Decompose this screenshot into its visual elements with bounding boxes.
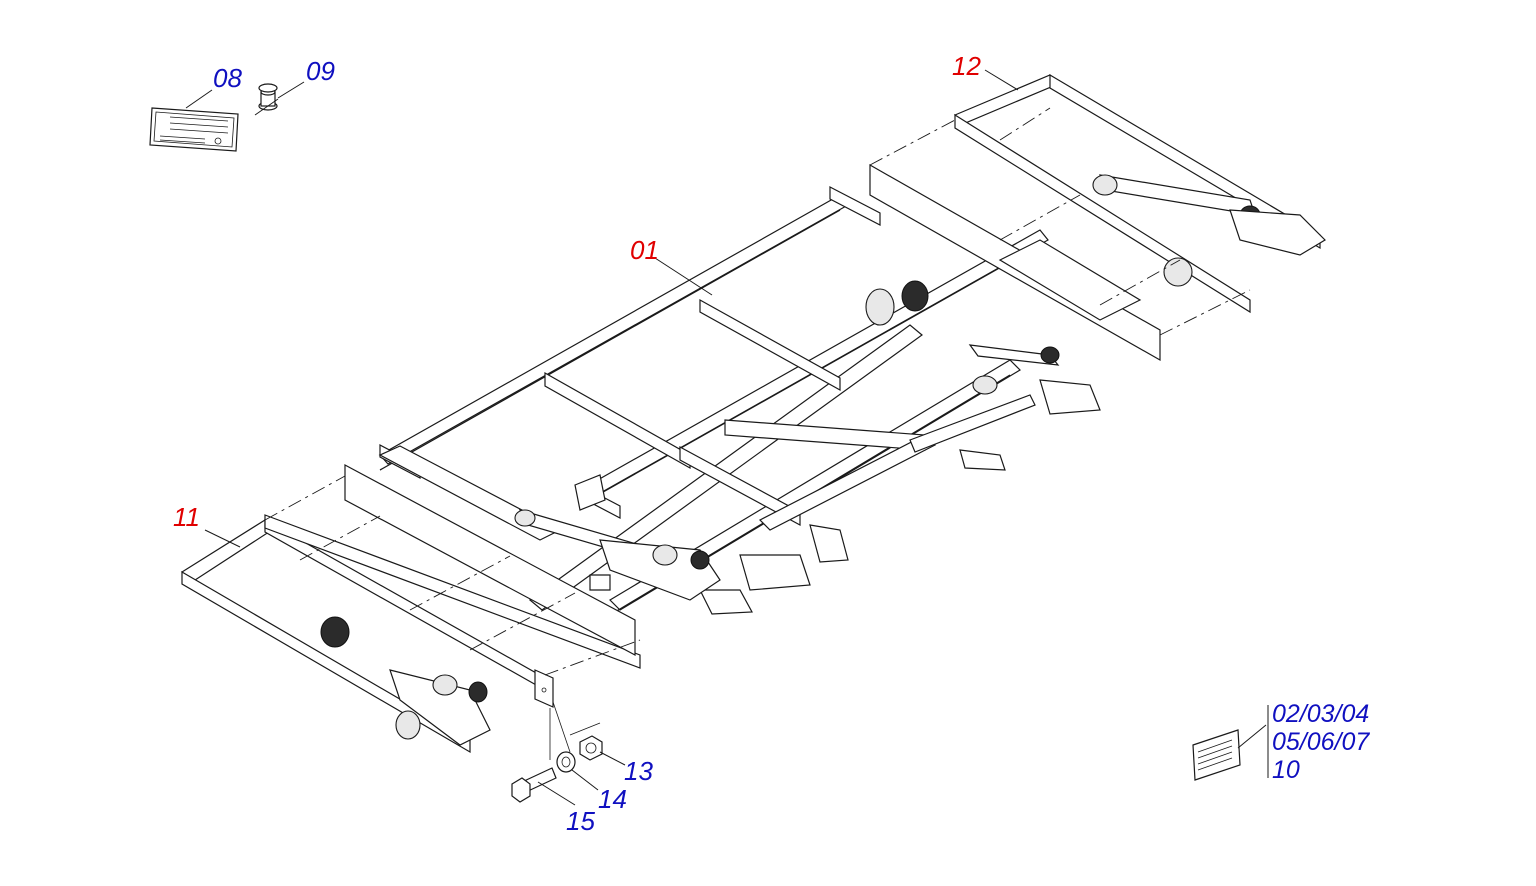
right-wing-12	[869, 73, 1326, 362]
callout-01: 01	[630, 235, 659, 265]
callout-08: 08	[213, 63, 242, 93]
decal-label-line2: 05/06/07	[1272, 728, 1370, 756]
decal-sheet	[1192, 729, 1241, 781]
callout-15: 15	[566, 806, 595, 836]
nameplate-part	[149, 107, 239, 152]
callout-09: 09	[306, 56, 335, 86]
main-frame-01	[379, 186, 1101, 616]
callout-12: 12	[952, 51, 981, 81]
callout-11: 11	[173, 502, 200, 532]
callout-labels: 08 09 12 01 11 13 14 15	[173, 51, 981, 836]
fasteners	[511, 701, 603, 803]
spacer-part	[258, 83, 278, 111]
decal-group-labels: 02/03/04 05/06/07 10	[1272, 700, 1370, 784]
decal-label-line1: 02/03/04	[1272, 700, 1369, 728]
callout-13: 13	[624, 756, 653, 786]
leader-lines	[185, 69, 1269, 806]
decal-label-line3: 10	[1272, 756, 1300, 784]
left-wing-11	[181, 445, 641, 754]
assembly-centerlines	[264, 107, 1251, 676]
callout-14: 14	[598, 784, 627, 814]
center-suspension	[514, 474, 721, 601]
